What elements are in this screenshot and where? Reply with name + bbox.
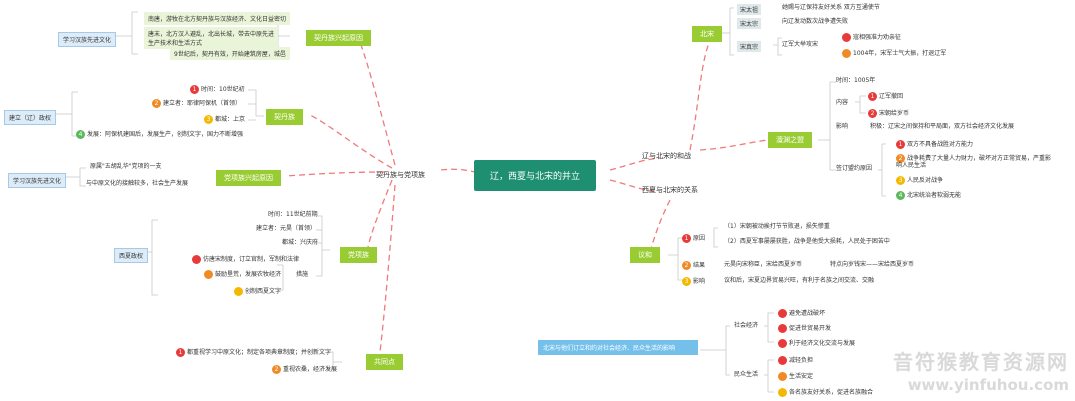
zhenzong-point-2: 1004年，宋军士气大振，打退辽军: [842, 49, 946, 58]
node-chanyuan[interactable]: 澶渊之盟: [768, 132, 812, 148]
branch-qidan-dangxiang[interactable]: 契丹族与党项族: [376, 171, 425, 179]
yihe-reason-2: （2）西夏军事屡屡获胜，战争是他受大损耗，人民处于困苦中: [724, 238, 890, 245]
flag-icon: [234, 287, 243, 296]
flag-icon: [842, 49, 851, 58]
yihe-reason-1: （1）宋朝被动挨打节节败退，损失惨重: [724, 223, 830, 230]
dangxiang-measure-3: 创制西夏文字: [234, 287, 281, 296]
dangxiang-measure-2: 鼓励垦荒，发展农牧经济: [204, 270, 281, 279]
zhenzong-text: 辽军大举攻宋: [782, 41, 819, 48]
number-1-icon: 1: [176, 348, 185, 357]
number-2-icon: 2: [868, 109, 877, 118]
yihe-impact: 议和后，宋夏边界贸易兴旺，有利于名族之间交流、交融: [724, 277, 875, 284]
chanyuan-reason-label: 签订盟约原因: [836, 165, 873, 172]
chanyuan-content-label: 内容: [836, 99, 849, 106]
number-2-icon: 2: [152, 99, 161, 108]
number-1-icon: 1: [868, 92, 877, 101]
node-qidan[interactable]: 契丹族: [266, 109, 303, 125]
summary-life-2: 生活安定: [778, 372, 813, 381]
tag-zhenzong: 宋真宗: [737, 41, 762, 52]
number-3-icon: 3: [682, 277, 691, 286]
qidan-rise-3: 9世纪后，契丹有效，开始建筑房屋，城邑: [170, 47, 290, 60]
number-3-icon: 3: [896, 176, 905, 185]
dangxiang-founder: 建立者：元昊（首领）: [256, 225, 317, 232]
flag-icon: [778, 339, 787, 348]
star-icon: [778, 372, 787, 381]
watermark-title: 音符猴教育资源网: [893, 350, 1069, 374]
summary-econ-2: 促进世贸易开发: [778, 324, 831, 333]
qidan-rise-side: 学习汉族先进文化: [58, 32, 117, 47]
summary-life-1: 减轻负担: [778, 356, 813, 365]
zhenzong-point-1: 寇相强准力劝亲征: [842, 33, 901, 42]
chanyuan-effect-label: 影响: [836, 123, 849, 130]
number-2-icon: 2: [682, 261, 691, 270]
summary-econ-label: 社会经济: [734, 322, 759, 329]
dangxiang-time: 时间：11世纪前期: [268, 211, 318, 218]
dangxiang-capital: 都城：兴庆府: [282, 239, 319, 246]
yihe-result-a: 元昊向宋称臣，宋给西夏岁币: [724, 261, 803, 268]
taizu-text: 她赐与辽保持友好关系 双方互通使节: [782, 4, 880, 11]
flag-icon: [778, 309, 787, 318]
node-dangxiang-rise[interactable]: 党项族兴起原因: [216, 170, 281, 186]
node-common[interactable]: 共同点: [366, 354, 403, 370]
dangxiang-measures-label: 措施: [296, 271, 309, 278]
number-1-icon: 1: [682, 234, 691, 243]
branch-liao-song-war-peace[interactable]: 辽与北宋的和战: [642, 152, 691, 160]
node-beisong[interactable]: 北宋: [692, 26, 722, 42]
node-yihe[interactable]: 议和: [630, 247, 660, 263]
tag-taizong: 宋太宗: [737, 18, 762, 29]
summary-topic[interactable]: 北宋与他们订立和约对社会经济、民众生活的影响: [538, 340, 698, 355]
dangxiang-measure-1: 仿唐宋制度，订立官制，军制和法律: [192, 255, 299, 264]
dangxiang-rise-1: 原属"五胡乱华"党项的一支: [90, 163, 162, 170]
star-icon: [778, 356, 787, 365]
tag-taizu: 宋太祖: [737, 4, 762, 15]
chanyuan-effect: 积极：辽宋之间保持和平局面，双方社会经济文化发展: [870, 123, 1015, 130]
flag-icon: [778, 324, 787, 333]
taizong-text: 向辽发动数次战争遭失败: [782, 18, 849, 25]
number-2-icon: 2: [272, 365, 281, 374]
chanyuan-time: 时间：1005年: [836, 77, 876, 84]
yihe-result-b: 特点向岁钱宋——宋给西夏岁币: [830, 261, 915, 268]
watermark-url: www.yinfuhou.com: [907, 376, 1069, 394]
qidan-rise-2: 唐末，北方汉人避乱，北出长城，带去中原先进生产技术和生活方式: [144, 27, 278, 49]
number-1-icon: 1: [190, 85, 199, 94]
dangxiang-rise-2: 与中原文化的接触较多，社会生产发展: [86, 180, 189, 187]
dangxiang-side: 西夏政权: [114, 248, 149, 263]
number-3-icon: 3: [204, 115, 213, 124]
central-topic[interactable]: 辽，西夏与北宋的并立: [474, 160, 597, 191]
number-2-icon: 2: [896, 154, 905, 163]
flag-icon: [204, 270, 213, 279]
flag-icon: [192, 255, 201, 264]
flag-icon: [842, 33, 851, 42]
number-4-icon: 4: [76, 130, 85, 139]
summary-econ-3: 利于经济文化交流与发展: [778, 339, 855, 348]
qidan-rise-1: 南唐，游牧在北方契丹族与汉族经济、文化日益密切: [144, 12, 291, 25]
branch-xixia-song[interactable]: 西夏与北宋的关系: [642, 186, 698, 194]
number-1-icon: 1: [896, 140, 905, 149]
number-4-icon: 4: [896, 191, 905, 200]
summary-life-3: 各名族友好关系，促进名族融合: [778, 388, 873, 397]
qidan-side: 建立（辽）政权: [4, 110, 57, 125]
dangxiang-rise-side: 学习汉族先进文化: [8, 173, 67, 188]
star-icon: [778, 388, 787, 397]
summary-life-label: 民众生活: [734, 371, 759, 378]
node-qidan-rise[interactable]: 契丹族兴起原因: [306, 30, 371, 46]
node-dangxiang[interactable]: 党项族: [340, 247, 377, 263]
summary-econ-1: 避免遭战破坏: [778, 309, 825, 318]
